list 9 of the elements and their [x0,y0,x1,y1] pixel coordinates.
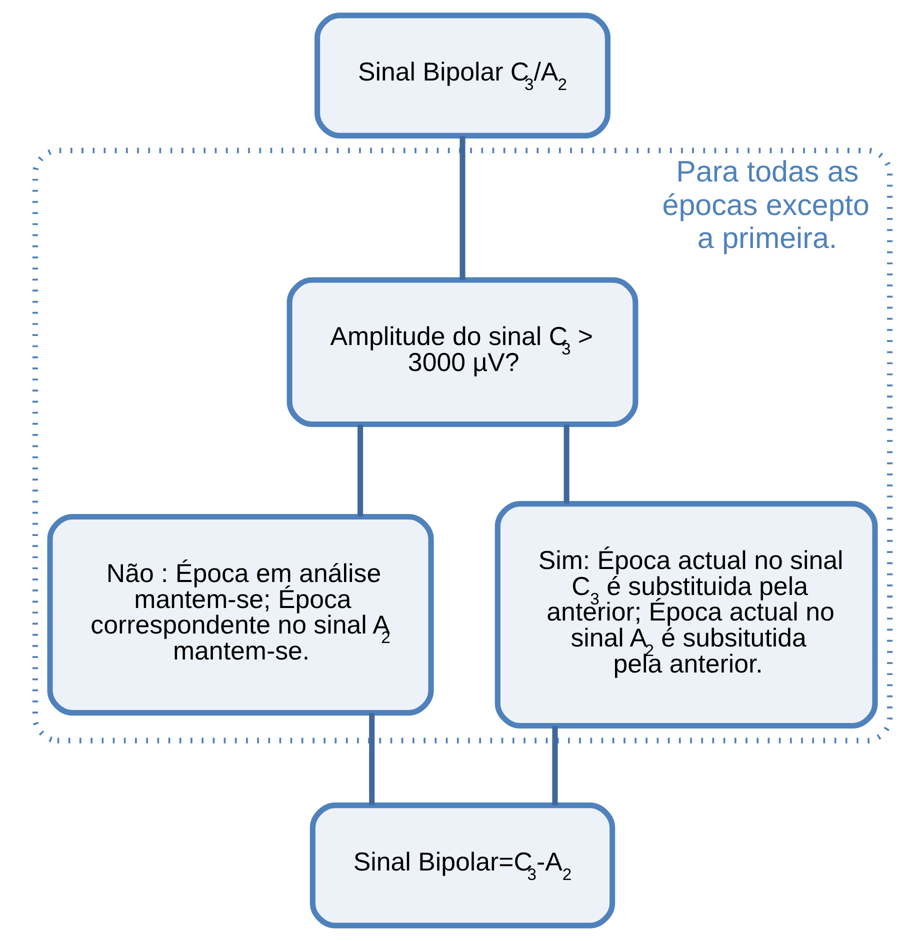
connector [552,726,558,806]
node-box: Sim: Época actual no sinal C$_{3}$ é substituida pela anterior; Época actual no sinal A$_{2}$ é subsitutida pela anterior. [494,501,878,729]
connector [368,713,374,805]
connector [563,424,569,504]
node-box: Sinal Bipolar C$_{3}$/A$_{2}$ [314,12,610,138]
node-box: Amplitude do sinal C$_{3}$ > 3000 µV? [286,277,638,428]
node-box: Sinal Bipolar=C$_{3}$-A$_{2}$ [309,802,615,928]
connector [357,424,363,516]
connector [459,136,465,280]
